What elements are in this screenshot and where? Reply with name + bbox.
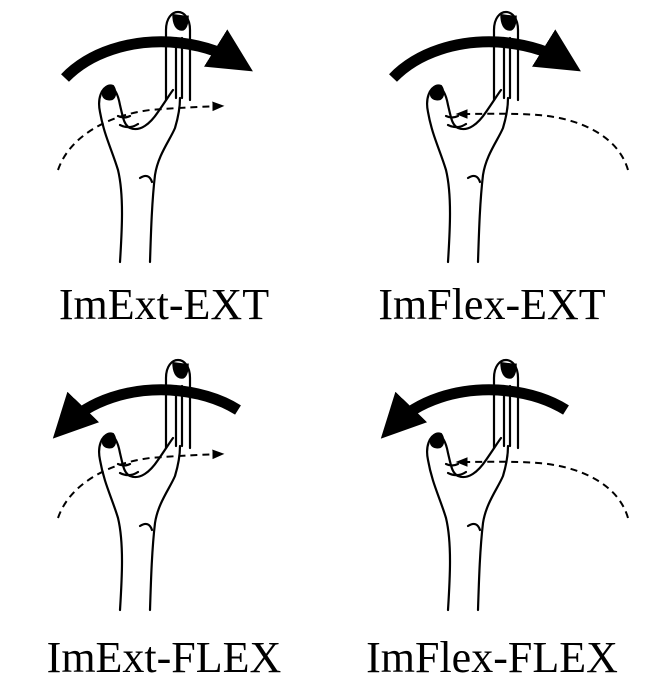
panel-label: ImExt-FLEX <box>0 633 328 683</box>
thumb-nail <box>431 85 443 99</box>
hand-outline-left <box>427 434 501 610</box>
palm-crease-2 <box>446 116 458 118</box>
thumb-nail <box>431 433 443 447</box>
thumb-nail <box>103 433 115 447</box>
hand-outline-right <box>478 98 508 262</box>
palm-crease-1 <box>120 124 138 127</box>
wrist-crease <box>140 176 152 182</box>
dashed-arrow-right <box>58 454 222 518</box>
hand-outline-right <box>150 446 180 610</box>
index-nail <box>173 362 188 378</box>
palm-crease-1 <box>120 472 138 475</box>
hand-figure <box>328 348 656 618</box>
hand-outline-right <box>478 446 508 610</box>
palm-crease-1 <box>448 472 466 475</box>
hand-figure <box>328 0 656 270</box>
panel-label: ImExt-EXT <box>0 280 328 330</box>
panel-label: ImFlex-FLEX <box>328 633 656 683</box>
panel-label: ImFlex-EXT <box>328 280 656 330</box>
hand-panel-4: ImFlex-FLEX <box>328 348 656 696</box>
hand-panel-1: ImExt-EXT <box>0 0 328 348</box>
hand-figure <box>0 348 328 618</box>
solid-arrow-left <box>65 390 238 426</box>
index-nail <box>501 362 516 378</box>
index-nail <box>173 14 188 30</box>
solid-arrow-right <box>65 42 238 78</box>
dashed-arrow-left <box>458 114 628 170</box>
wrist-crease <box>468 524 480 530</box>
dashed-arrow-left <box>458 462 628 518</box>
hand-figure <box>0 0 328 270</box>
palm-crease-1 <box>448 124 466 127</box>
wrist-crease <box>140 524 152 530</box>
index-nail <box>501 14 516 30</box>
palm-crease-2 <box>446 464 458 466</box>
dashed-arrow-right <box>58 106 222 170</box>
solid-arrow-left <box>393 390 566 426</box>
solid-arrow-right <box>393 42 566 78</box>
hand-panel-2: ImFlex-EXT <box>328 0 656 348</box>
thumb-nail <box>103 85 115 99</box>
wrist-crease <box>468 176 480 182</box>
hand-panel-3: ImExt-FLEX <box>0 348 328 696</box>
hand-outline-right <box>150 98 180 262</box>
hand-outline-left <box>427 86 501 262</box>
